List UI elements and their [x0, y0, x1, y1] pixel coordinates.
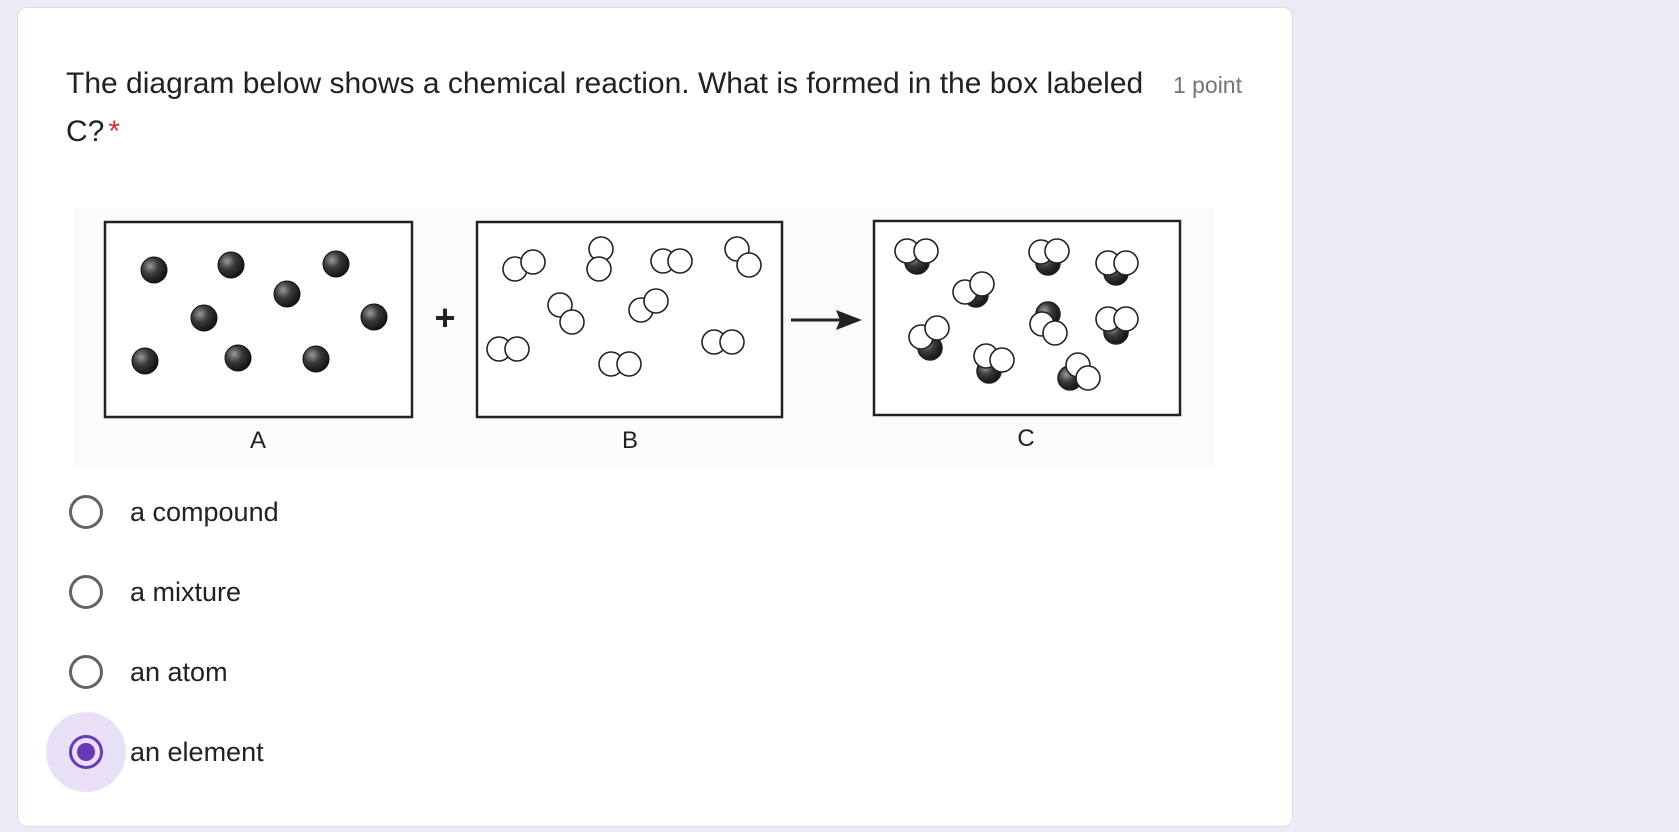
radio-option[interactable]: a mixture — [46, 554, 746, 630]
radio-option[interactable]: an element — [46, 712, 746, 792]
radio-button[interactable] — [46, 472, 126, 552]
radio-dot-icon — [77, 743, 95, 761]
box-a-label: A — [250, 427, 266, 454]
radio-unchecked-icon — [69, 495, 103, 529]
radio-checked-icon — [69, 735, 103, 769]
option-label: a mixture — [130, 576, 242, 607]
box-b-molecules — [486, 236, 762, 377]
required-asterisk: * — [108, 115, 121, 148]
option-label: a compound — [130, 496, 279, 527]
reaction-arrow — [791, 310, 862, 330]
plus-sign: + — [434, 297, 455, 338]
question-card: The diagram below shows a chemical react… — [17, 7, 1293, 827]
option-label: an atom — [130, 656, 228, 687]
radio-option[interactable]: an atom — [46, 634, 746, 710]
question-text: The diagram below shows a chemical react… — [66, 67, 1144, 148]
box-a-atoms — [131, 250, 388, 375]
radio-button[interactable] — [46, 712, 126, 792]
radio-button[interactable] — [46, 552, 126, 632]
option-label: an element — [130, 736, 264, 767]
reaction-diagram: A + B — [74, 208, 1214, 466]
radio-button[interactable] — [46, 632, 126, 712]
radio-unchecked-icon — [69, 655, 103, 689]
radio-option[interactable]: a compound — [46, 474, 746, 550]
box-b-label: B — [622, 427, 638, 454]
radio-unchecked-icon — [69, 575, 103, 609]
box-c-molecules — [894, 238, 1139, 391]
points-label: 1 point — [1172, 72, 1242, 98]
question-title: The diagram below shows a chemical react… — [66, 60, 1146, 156]
box-c-label: C — [1017, 425, 1034, 452]
